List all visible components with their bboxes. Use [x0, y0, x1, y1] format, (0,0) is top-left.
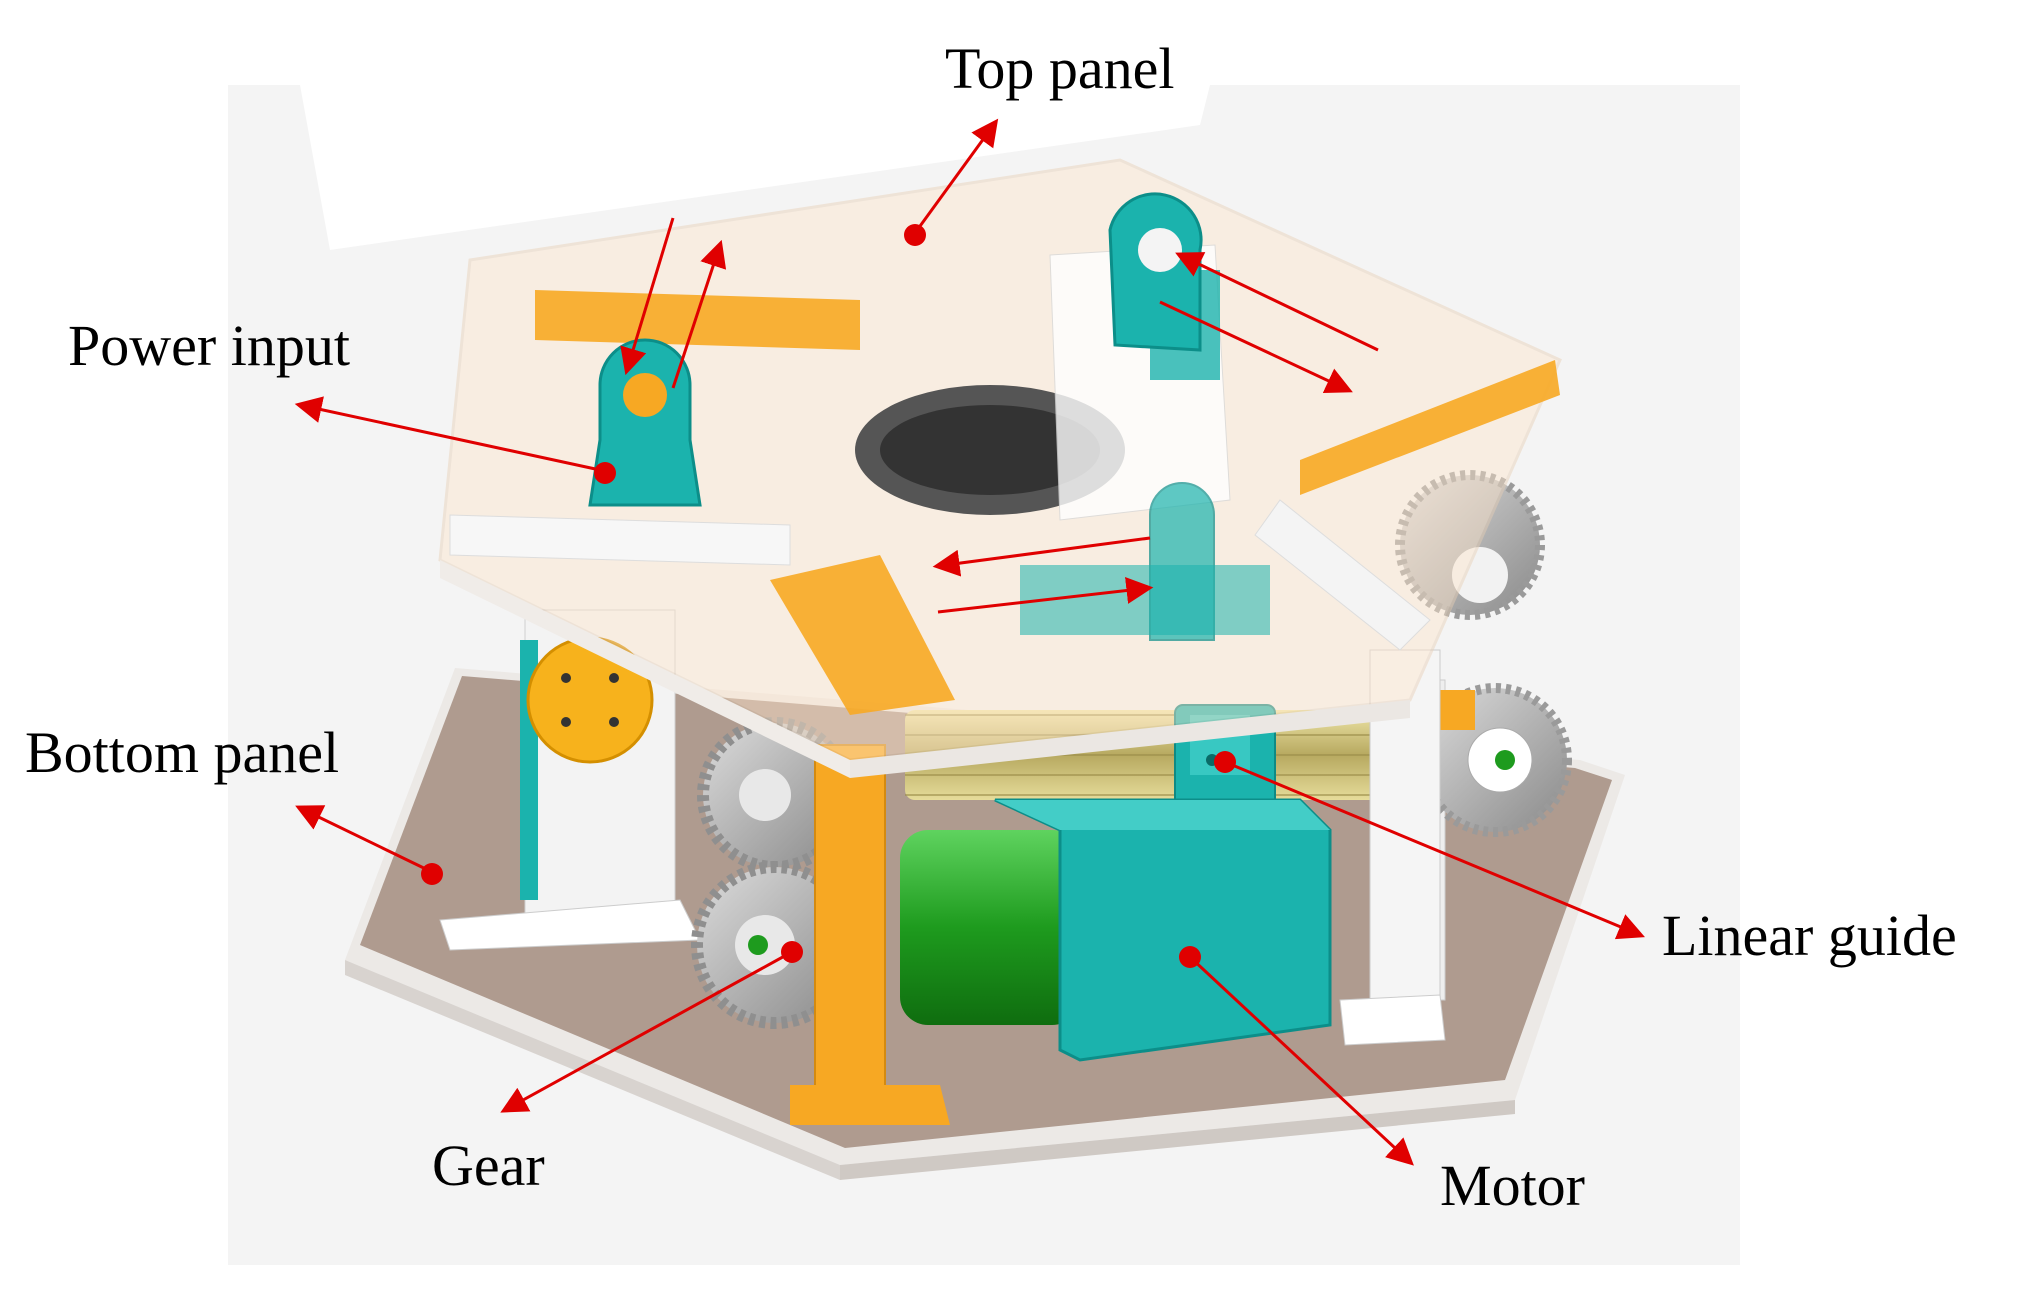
- label-linear-guide: Linear guide: [1662, 903, 1957, 968]
- center-lug: [1020, 482, 1270, 641]
- rear-lug: [1108, 192, 1203, 352]
- top-brackets: [449, 290, 1560, 715]
- dot-linear-guide: [1214, 751, 1236, 773]
- label-gear: Gear: [432, 1133, 545, 1198]
- label-motor: Motor: [1440, 1153, 1585, 1218]
- label-top-panel: Top panel: [945, 36, 1174, 101]
- motor-housing: [994, 798, 1332, 1062]
- arrow-linear-guide: [1224, 760, 1645, 940]
- motion-arrow-rear-in: [1175, 252, 1379, 352]
- arrow-bottom-panel: [295, 805, 433, 874]
- dot-gear: [781, 941, 803, 963]
- dot-power-input: [594, 462, 616, 484]
- arrow-power-input: [294, 396, 601, 472]
- arrow-gear: [500, 951, 791, 1113]
- dot-motor: [1179, 946, 1201, 968]
- motion-arrow-center-right: [937, 577, 1154, 614]
- dot-bottom-panel: [421, 863, 443, 885]
- motion-arrow-up: [671, 239, 727, 389]
- power-input-lug: [588, 338, 702, 507]
- arrow-top-panel: [913, 118, 999, 234]
- labels: Top panel Power input Bottom panel Linea…: [25, 36, 1957, 1218]
- motion-arrow-center-left: [932, 536, 1151, 577]
- front-column: [790, 744, 950, 1125]
- left-support: [439, 609, 701, 951]
- motion-arrow-rear-out: [1159, 300, 1353, 394]
- label-power-input: Power input: [68, 313, 350, 378]
- motor-cylinder: [900, 830, 1080, 1025]
- annotation-dots: [421, 224, 1236, 968]
- annotation-arrows: [294, 118, 1645, 1166]
- arrow-motor: [1188, 955, 1414, 1166]
- motion-arrow-down: [620, 217, 675, 376]
- dot-top-panel: [904, 224, 926, 246]
- label-bottom-panel: Bottom panel: [25, 720, 339, 785]
